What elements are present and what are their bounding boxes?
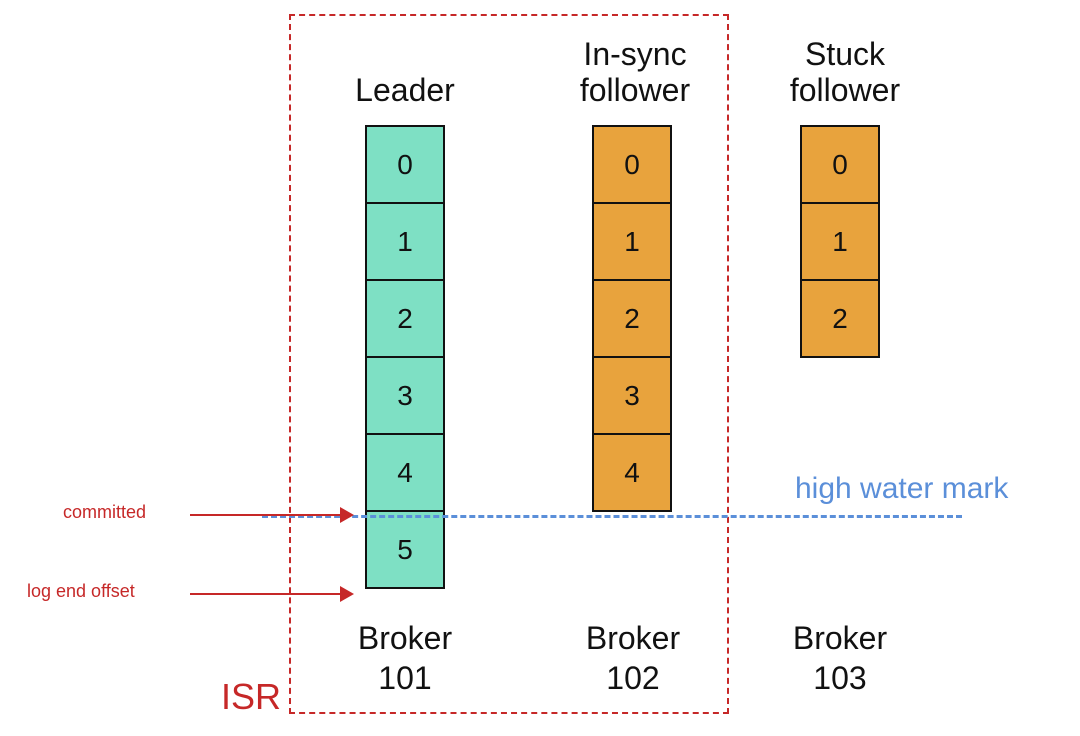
log-cell: 0 <box>365 125 445 204</box>
log-end-offset-label: log end offset <box>27 581 135 601</box>
log-cell: 3 <box>365 356 445 435</box>
broker-label-line1: Broker <box>357 620 453 656</box>
in-sync-follower-title: In-sync follower <box>560 36 710 108</box>
log-cell: 3 <box>592 356 672 435</box>
leader-title-line1: Leader <box>355 72 455 108</box>
high-water-mark-line <box>262 515 962 518</box>
isr-boundary <box>289 14 729 714</box>
broker-102-label: Broker 102 <box>553 618 713 698</box>
stuck-follower-title: Stuck follower <box>770 36 920 108</box>
log-cell: 0 <box>592 125 672 204</box>
log-cell: 4 <box>365 433 445 512</box>
broker-label-line2: 103 <box>813 660 867 696</box>
leader-title: Leader <box>345 72 465 108</box>
broker-101-label: Broker 101 <box>325 618 485 698</box>
log-cell: 2 <box>800 279 880 358</box>
log-cell: 0 <box>800 125 880 204</box>
broker-103-label: Broker 103 <box>760 618 920 698</box>
in-sync-title-line2: follower <box>579 72 691 108</box>
log-cell: 2 <box>592 279 672 358</box>
in-sync-title-line1: In-sync <box>583 36 687 72</box>
leader-log: 0 1 2 3 4 5 <box>365 125 445 589</box>
isr-label: ISR <box>221 676 282 717</box>
broker-label-line2: 102 <box>606 660 660 696</box>
committed-label: committed <box>63 502 147 522</box>
log-cell: 1 <box>592 202 672 281</box>
log-cell: 2 <box>365 279 445 358</box>
log-cell: 1 <box>365 202 445 281</box>
broker-label-line1: Broker <box>792 620 888 656</box>
in-sync-follower-log: 0 1 2 3 4 <box>592 125 672 512</box>
log-end-offset-arrow <box>190 586 354 602</box>
log-cell: 4 <box>592 433 672 512</box>
high-water-mark-label: high water mark <box>795 472 1009 505</box>
committed-arrow <box>190 507 354 523</box>
stuck-title-line1: Stuck <box>804 36 886 72</box>
stuck-follower-log: 0 1 2 <box>800 125 880 358</box>
broker-label-line1: Broker <box>585 620 681 656</box>
broker-label-line2: 101 <box>378 660 432 696</box>
log-cell: 5 <box>365 510 445 589</box>
log-cell: 1 <box>800 202 880 281</box>
stuck-title-line2: follower <box>789 72 901 108</box>
